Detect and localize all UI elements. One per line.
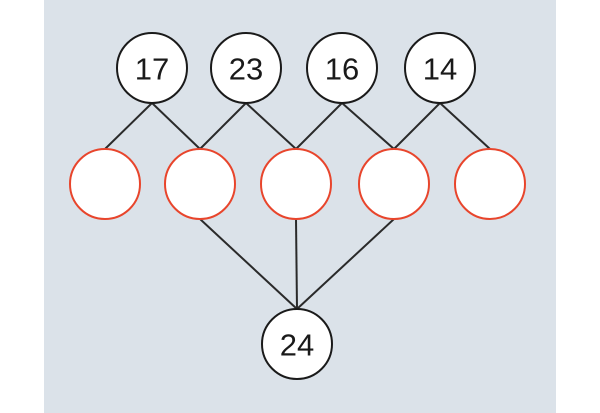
top-node: 14: [404, 32, 476, 104]
nodes-group: 17 23 16 14: [69, 32, 526, 380]
top-node: 17: [116, 32, 188, 104]
edge-top-to-middle: [439, 102, 491, 150]
empty-middle-node[interactable]: [260, 148, 332, 220]
top-node-label: 16: [325, 52, 359, 87]
edge-middle-to-bottom: [199, 218, 298, 310]
edges-group: [104, 102, 491, 310]
empty-middle-node[interactable]: [358, 148, 430, 220]
empty-middle-node[interactable]: [69, 148, 141, 220]
empty-middle-node[interactable]: [164, 148, 236, 220]
edge-top-to-middle: [295, 102, 343, 150]
edge-middle-to-bottom: [296, 218, 395, 310]
top-node: 23: [210, 32, 282, 104]
top-node-label: 17: [135, 52, 169, 87]
top-node-label: 14: [423, 52, 457, 87]
empty-middle-node[interactable]: [454, 148, 526, 220]
edge-top-to-middle: [245, 102, 297, 150]
bottom-node: 24: [261, 308, 333, 380]
edge-top-to-middle: [151, 102, 201, 150]
top-node: 16: [306, 32, 378, 104]
bottom-node-label: 24: [280, 328, 314, 363]
edge-top-to-middle: [199, 102, 247, 150]
edge-top-to-middle: [393, 102, 441, 150]
edge-top-to-middle: [104, 102, 153, 150]
edge-top-to-middle: [341, 102, 395, 150]
top-node-label: 23: [229, 52, 263, 87]
edge-middle-to-bottom: [295, 218, 298, 310]
